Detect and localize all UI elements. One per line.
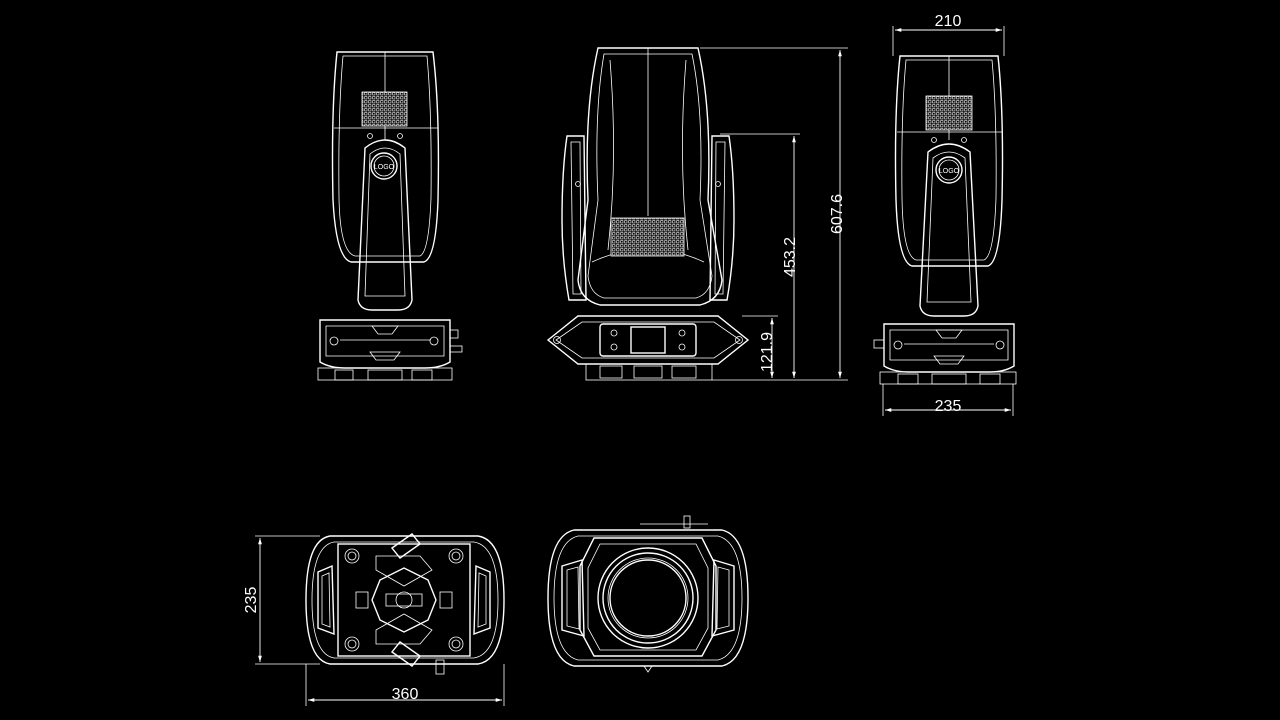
total-height-dim: 607.6 (829, 194, 846, 234)
display-screen (630, 326, 666, 354)
base-height-dim: 121.9 (759, 332, 776, 372)
vent-grille (925, 95, 973, 131)
front-view-dimensions: 607.6 453.2 121.9 (700, 47, 848, 381)
top-width-dim: 210 (935, 13, 962, 30)
side-view-right: LOGO (873, 55, 1017, 385)
top-view (547, 515, 749, 673)
bottom-view-dimensions: 235 360 (243, 535, 505, 706)
side-view-right-dimensions: 210 235 (882, 13, 1014, 416)
arm-height-dim: 453.2 (782, 237, 799, 277)
side-view-left: LOGO (317, 51, 463, 381)
vent-grille (610, 217, 685, 257)
vent-grille (361, 91, 408, 127)
bottom-view (305, 533, 505, 675)
logo-text: LOGO (939, 168, 960, 175)
base-width-dim: 235 (935, 398, 962, 415)
logo-text: LOGO (374, 164, 395, 171)
width-dim: 360 (392, 686, 419, 703)
depth-dim: 235 (243, 587, 260, 614)
front-view (546, 47, 750, 381)
